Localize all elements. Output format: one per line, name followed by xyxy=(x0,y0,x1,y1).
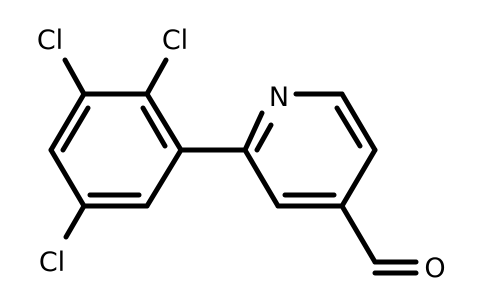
bond-c2-cl xyxy=(144,57,169,97)
atom-labels: Cl Cl Cl N O xyxy=(37,25,446,284)
oxygen-label: O xyxy=(424,253,445,284)
bond-c5-c4 xyxy=(339,147,378,209)
bond-c2-n xyxy=(242,110,265,153)
bond-c4-cho xyxy=(339,203,378,265)
nitrogen-label: N xyxy=(269,82,289,113)
double-bond-c2-c3 xyxy=(140,105,168,149)
chlorine-label-top-left: Cl xyxy=(37,25,63,56)
bond-c6-c5 xyxy=(339,91,378,153)
bond-c3-c2 xyxy=(242,147,281,209)
bond-c3-c4 xyxy=(144,147,184,209)
bond-c1-cl xyxy=(62,57,87,97)
bond-c2-c3 xyxy=(144,91,184,153)
bond-layer xyxy=(48,57,419,276)
double-bond-c6-c5 xyxy=(334,105,363,149)
bond-c5-c6 xyxy=(48,147,87,209)
chlorine-label-top-right: Cl xyxy=(162,25,188,56)
double-bond-c6-c1 xyxy=(60,105,91,153)
bond-c6-c1 xyxy=(48,91,87,153)
chlorine-label-bottom: Cl xyxy=(39,247,65,278)
double-bond-c2-n xyxy=(254,122,274,153)
bond-c5-cl xyxy=(63,203,87,240)
